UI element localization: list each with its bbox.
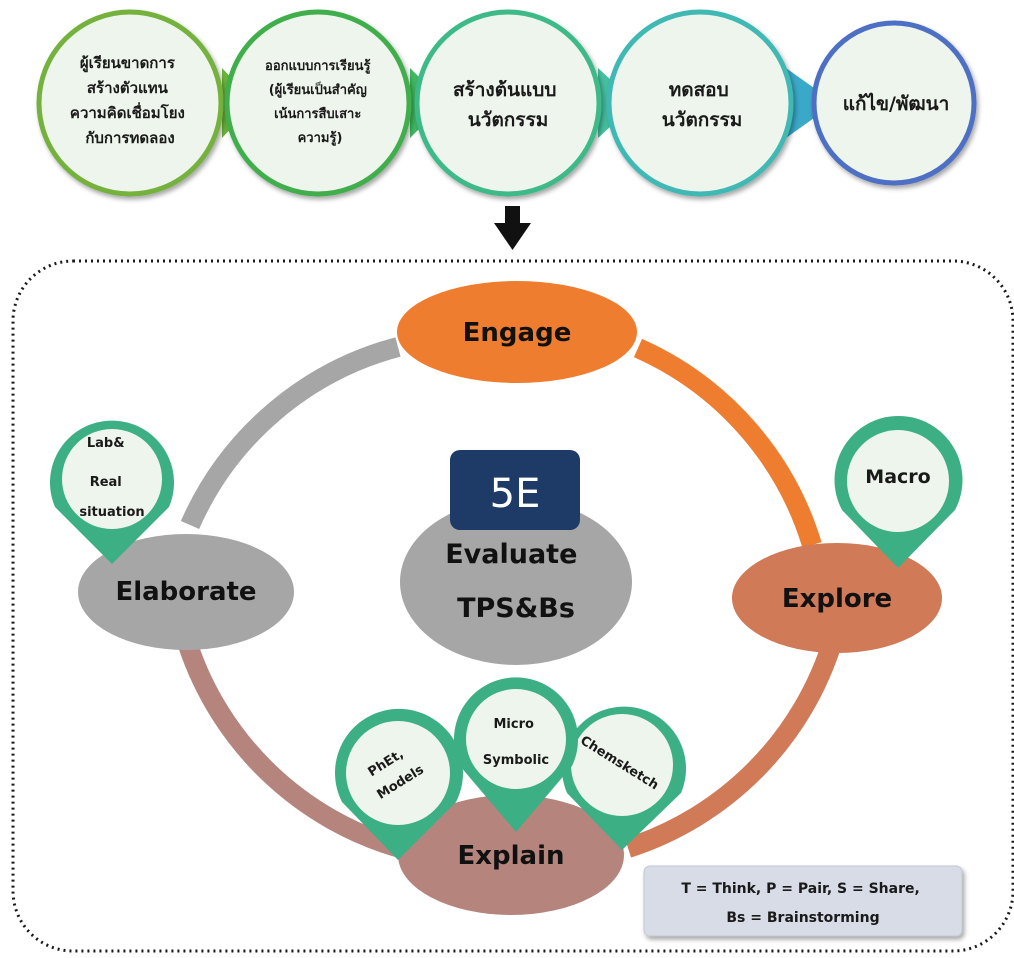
process-step-4 (606, 9, 794, 197)
ring-arc-engage-explore (633, 338, 822, 548)
svg-text:แก้ไข/พัฒนา: แก้ไข/พัฒนา (843, 92, 950, 115)
process-step-4-line-1: ทดสอบ (669, 79, 729, 101)
legend-line-2: Bs = Brainstorming (726, 910, 879, 926)
pin-elaborate: Lab& Real situation (50, 420, 174, 564)
pin-elaborate-line-3: situation (79, 505, 144, 520)
legend-box (643, 865, 963, 937)
svg-text:ทดสอบ นวัตกรรม: ทดสอบ นวัตกรรม (662, 79, 742, 131)
process-step-1-line-1: ผู้เรียนขาดการ (80, 54, 176, 73)
process-step-1 (36, 9, 224, 197)
svg-text:Micro Symbolic: Micro Symbolic (483, 717, 549, 768)
process-step-3 (414, 9, 602, 197)
process-step-2-line-2: (ผู้เรียนเป็นสำคัญ (269, 80, 367, 98)
evaluate-ellipse (400, 499, 632, 665)
tpsbs-label: TPS&Bs (457, 593, 575, 624)
ring-arc-elaborate-engage (180, 337, 401, 530)
process-step-3-line-1: สร้างต้นแบบ (453, 79, 556, 101)
process-step-4-line-2: นวัตกรรม (662, 109, 742, 131)
pin-explain-left: PhEt, Models (335, 708, 464, 860)
evaluate-label: Evaluate (445, 539, 577, 570)
cycle-frame (11, 259, 1014, 953)
engage-ellipse (397, 281, 637, 383)
badge-5e-label: 5E (490, 471, 541, 517)
pin-explore-line-1: Macro (865, 466, 930, 488)
svg-text:T = Think, P = Pair, S = Share: T = Think, P = Pair, S = Share, Bs = Bra… (681, 881, 924, 926)
process-step-1-line-2: สร้างตัวแทน (87, 79, 169, 97)
svg-text:Lab& Real situatio: Lab& Real situation (79, 436, 144, 520)
process-step-2-line-3: เน้นการสืบเสาะ (274, 106, 361, 122)
ring-arc-explore-explain (624, 637, 843, 858)
process-flow: ผู้เรียนขาดการ สร้างตัวแทน ความคิดเชื่อม… (36, 9, 977, 197)
pin-explore: Macro (834, 415, 963, 568)
explain-label: Explain (457, 841, 564, 871)
process-arrow-4 (786, 68, 835, 138)
svg-text:ผู้เรียนขาดการ สร้างตัวแ: ผู้เรียนขาดการ สร้างตัวแทน ความคิดเชื่อม… (70, 54, 190, 147)
process-step-2 (224, 9, 412, 197)
process-step-5 (811, 20, 977, 186)
pin-elaborate-line-1: Lab& (87, 436, 125, 451)
cycle-ring (178, 337, 843, 858)
process-step-1-line-4: กับการทดลอง (85, 129, 174, 147)
svg-text:Evaluate TPS&Bs: Evaluate TPS&Bs (445, 539, 587, 624)
pin-explain-right: Chemsketch (562, 706, 686, 850)
process-step-2-line-4: ความรู้) (298, 130, 343, 146)
badge-5e (450, 450, 580, 530)
explore-ellipse (732, 543, 942, 653)
pin-elaborate-line-2: Real (90, 475, 122, 490)
explore-label: Explore (782, 584, 892, 614)
pin-explain-mid-line-1: Micro (494, 717, 535, 732)
svg-text:สร้างต้นแบบ นวัตกรรม: สร้างต้นแบบ นวัตกรรม (453, 79, 563, 131)
elaborate-ellipse (78, 534, 294, 650)
process-step-3-line-2: นวัตกรรม (468, 109, 548, 131)
process-step-2-line-1: ออกแบบการเรียนรู้ (265, 58, 370, 74)
elaborate-label: Elaborate (115, 577, 256, 607)
down-arrow-icon (494, 206, 531, 250)
ring-arc-explain-elaborate (178, 641, 403, 858)
pin-explain-mid-line-2: Symbolic (483, 753, 549, 768)
explain-ellipse (398, 795, 624, 915)
process-step-1-line-3: ความคิดเชื่อมโยง (70, 102, 185, 122)
legend-line-1: T = Think, P = Pair, S = Share, (681, 881, 920, 897)
svg-text:ออกแบบการเรียนรู้ (ผู้เร: ออกแบบการเรียนรู้ (ผู้เรียนเป็นสำคัญ เน้… (265, 58, 375, 146)
engage-label: Engage (463, 318, 572, 348)
pin-explain-mid: Micro Symbolic (453, 677, 578, 832)
process-step-5-line-1: แก้ไข/พัฒนา (843, 92, 950, 115)
